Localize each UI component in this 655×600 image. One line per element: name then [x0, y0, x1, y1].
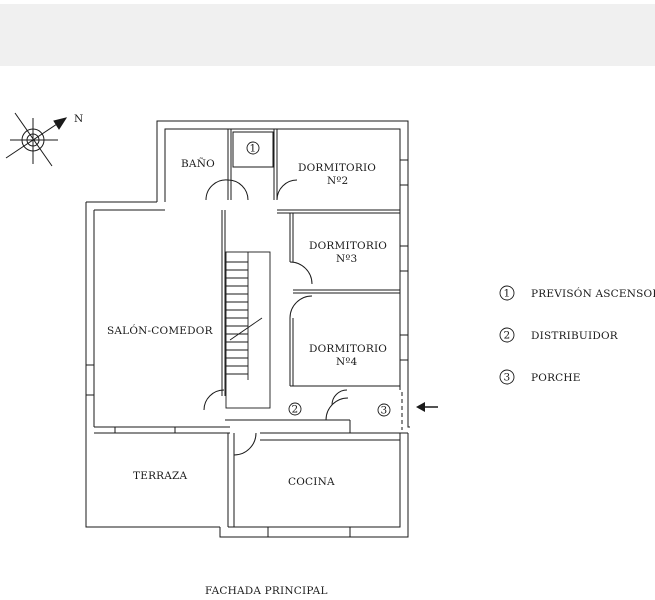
windows: [85, 159, 409, 538]
entrance-arrow-icon: [416, 402, 438, 412]
room-label-terraza: TERRAZA: [133, 470, 188, 482]
marker-ascensor: 1: [246, 141, 260, 155]
top-banner: [0, 4, 655, 66]
svg-text:1: 1: [250, 143, 257, 155]
interior-walls: [94, 129, 408, 527]
legend-label-porche: PORCHE: [531, 372, 581, 384]
svg-text:2: 2: [292, 404, 299, 416]
legend-item-distribuidor: 2 DISTRIBUIDOR: [499, 327, 619, 343]
room-label-dormitorio-4-number: Nº4: [336, 356, 358, 368]
outer-walls: [85, 120, 410, 538]
room-label-cocina: COCINA: [288, 476, 335, 488]
staircase: [225, 251, 271, 409]
marker-distribuidor: 2: [288, 402, 302, 416]
north-label: N: [74, 113, 83, 125]
doors: [203, 179, 349, 456]
legend-item-ascensor: 1 PREVISÓN ASCENSOR: [499, 285, 655, 301]
room-label-dormitorio-2: DORMITORIO: [298, 162, 376, 174]
marker-porche: 3: [377, 403, 391, 417]
svg-text:3: 3: [381, 405, 388, 417]
legend-item-porche: 3 PORCHE: [499, 369, 581, 385]
room-label-salon-comedor: SALÓN-COMEDOR: [107, 323, 214, 337]
legend-label-ascensor: PREVISÓN ASCENSOR: [531, 286, 655, 300]
room-label-dormitorio-3: DORMITORIO: [309, 240, 387, 252]
legend-label-distribuidor: DISTRIBUIDOR: [531, 330, 619, 342]
room-label-dormitorio-2-number: Nº2: [327, 175, 348, 187]
svg-text:1: 1: [504, 288, 511, 300]
room-label-bano: BAÑO: [181, 156, 215, 170]
svg-text:2: 2: [504, 330, 511, 342]
compass-rose-icon: [5, 112, 68, 167]
room-label-dormitorio-3-number: Nº3: [336, 253, 357, 265]
svg-text:3: 3: [504, 372, 511, 384]
caption-fachada-principal: FACHADA PRINCIPAL: [205, 585, 328, 597]
legend: 1 PREVISÓN ASCENSOR 2 DISTRIBUIDOR 3 POR…: [499, 285, 655, 385]
room-label-dormitorio-4: DORMITORIO: [309, 343, 387, 355]
